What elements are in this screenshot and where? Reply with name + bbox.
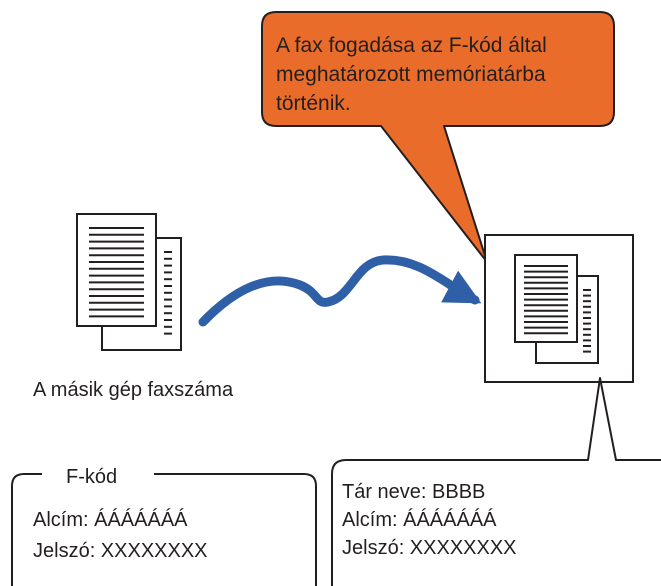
fcode-box-frame bbox=[11, 473, 317, 586]
transfer-arrow bbox=[198, 255, 482, 327]
fcode-password: Jelszó: XXXXXXXX bbox=[33, 540, 208, 562]
fcode-subaddress: Alcím: ÁÁÁÁÁÁÁ bbox=[33, 509, 188, 531]
memory-info-bubble bbox=[331, 377, 661, 586]
received-document-icon bbox=[514, 254, 599, 364]
memory-password: Jelszó: XXXXXXXX bbox=[342, 537, 517, 559]
fcode-box-title: F-kód bbox=[66, 466, 118, 488]
memory-subaddress: Alcím: ÁÁÁÁÁÁÁ bbox=[342, 509, 497, 531]
callout-bubble bbox=[261, 11, 615, 263]
callout-text: A fax fogadása az F-kód által meghatároz… bbox=[276, 34, 547, 115]
sender-fax-number-label: A másik gép faxszáma bbox=[33, 379, 234, 401]
sender-document-icon bbox=[76, 213, 182, 351]
memory-box-name: Tár neve: BBBB bbox=[342, 481, 486, 503]
